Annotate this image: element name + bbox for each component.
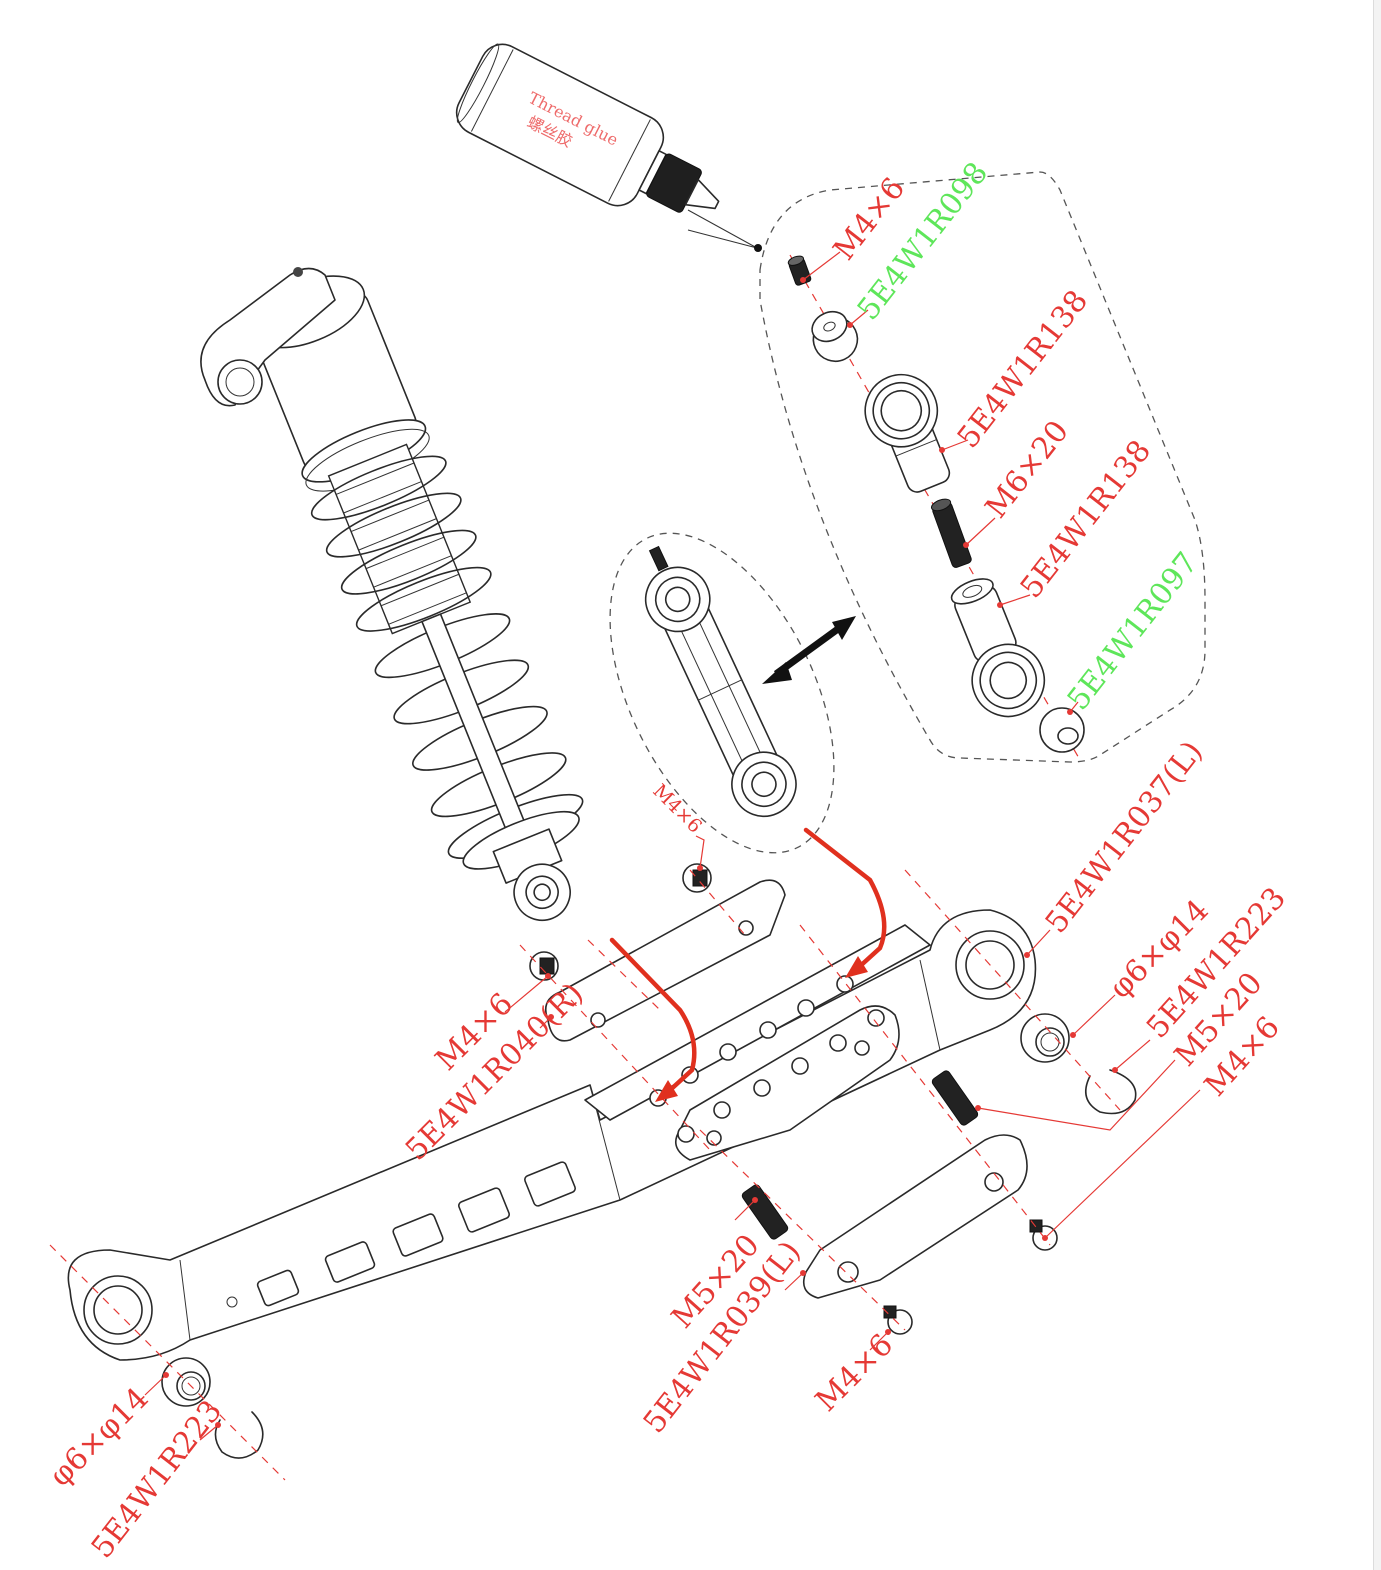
vertical-scrollbar[interactable] <box>1373 0 1381 1570</box>
clip-left <box>214 1411 264 1459</box>
plate-holes <box>677 1009 885 1146</box>
bearing-right <box>1020 1013 1070 1063</box>
thread-glue-bottle: Thread glue 螺丝胶 <box>455 43 762 252</box>
label-plate-screw-bottom: M4×6 <box>809 1327 900 1418</box>
leader-lines <box>144 251 1201 1441</box>
m6x20-threaded-rod <box>931 498 972 568</box>
side-plate-right <box>544 879 786 1042</box>
shock-threads <box>335 462 467 625</box>
label-ball-lower: 5E4W1R097 <box>1061 546 1205 717</box>
assembled-link <box>644 545 797 818</box>
side-plate-left <box>802 1134 1028 1299</box>
shock-absorber <box>200 267 584 922</box>
arm-pockets <box>256 1161 576 1307</box>
label-rod-end-upper: 5E4W1R138 <box>951 284 1095 455</box>
pivot-ball-part <box>811 310 859 363</box>
rod-end-upper-part <box>864 373 951 493</box>
double-headed-arrow-icon <box>762 616 856 684</box>
lever-arm <box>67 909 1037 1361</box>
m4x6-screw-plate-bottom <box>883 1305 913 1335</box>
rod-end-group-outline <box>759 171 1206 763</box>
label-link-screw: M4×6 <box>648 780 706 838</box>
lower-ball-part <box>1039 707 1085 753</box>
m4x6-set-screw-top <box>787 255 812 286</box>
curved-arrow-icon <box>609 827 887 1102</box>
m5x20-set-screw-left <box>741 1184 789 1240</box>
m5x20-set-screw-right <box>931 1070 979 1126</box>
m4x6-screw-plate-right <box>529 951 559 981</box>
m4x6-screw-link <box>682 863 712 893</box>
shock-top-mount <box>200 267 336 407</box>
assembly-axes <box>49 869 1121 1481</box>
clip-right <box>1084 1069 1137 1115</box>
